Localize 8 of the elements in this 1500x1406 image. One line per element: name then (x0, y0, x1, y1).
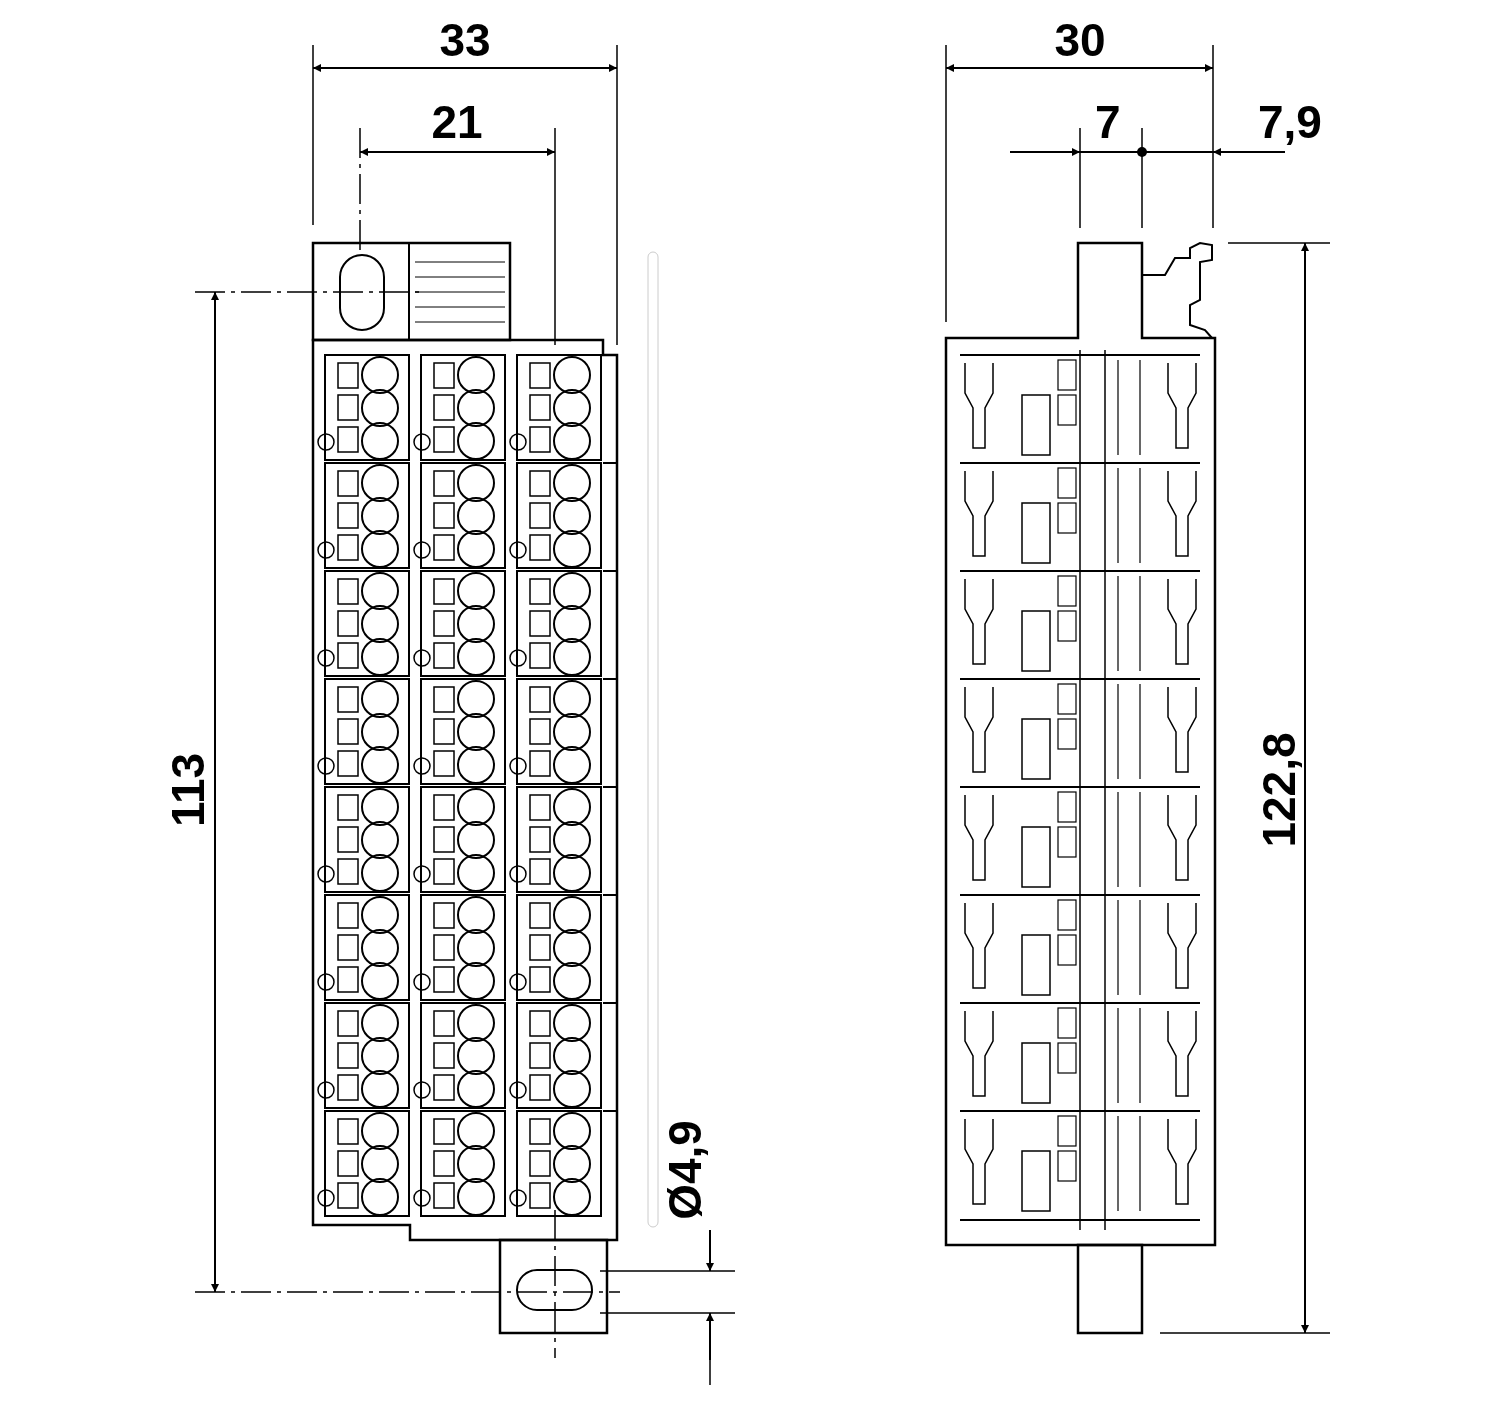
dimension-label: Ø4,9 (661, 1120, 708, 1220)
dimension-label: 122,8 (1255, 732, 1302, 848)
dimension-label: 33 (439, 17, 491, 63)
dimension-label: 7 (1095, 99, 1121, 145)
dimension-label: 113 (165, 752, 212, 828)
dimension-label: 7,9 (1258, 99, 1322, 145)
dimension-label: 30 (1054, 17, 1106, 63)
dimension-label: 21 (431, 99, 483, 145)
